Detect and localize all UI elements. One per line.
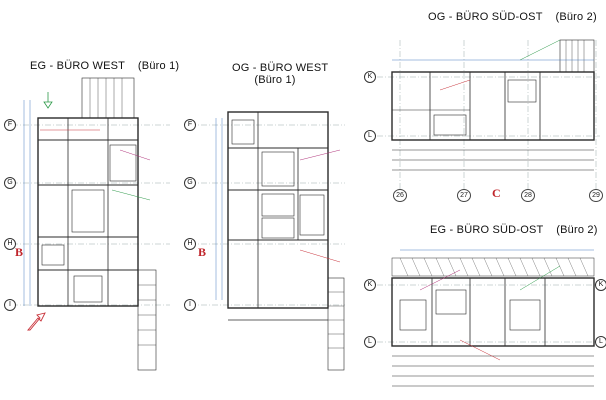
axis-bubble-g-mid: G (184, 177, 196, 189)
column-axis-27: 27 (457, 189, 471, 202)
title-og-suedost-main: OG - BÜRO SÜD-OST (428, 11, 543, 23)
section-mark-west-right: B (198, 245, 207, 259)
axis-bubble-h-left: H (4, 238, 16, 250)
column-axis-29: 29 (589, 189, 603, 202)
axis-bubble-i-left: I (4, 299, 16, 311)
eg-suedost-outline (391, 277, 595, 347)
axis-bubble-k-top: K (364, 71, 376, 83)
axis-bubble-g-left: G (4, 177, 16, 189)
eg-west-plan (12, 77, 170, 371)
axis-bubble-k-right: K (595, 279, 606, 291)
eg-suedost-plan (366, 249, 600, 387)
section-mark-east-top: C (492, 186, 501, 200)
title-og-suedost: OG - BÜRO SÜD-OST (Büro 2) (428, 11, 597, 23)
title-eg-suedost-main: EG - BÜRO SÜD-OST (430, 224, 544, 236)
og-west-plan (190, 111, 345, 371)
axis-bubble-i-mid: I (184, 299, 196, 311)
title-og-west-main: OG - BÜRO WEST (232, 62, 329, 74)
axis-bubble-k-bottom: K (364, 279, 376, 291)
axis-bubble-l-right: L (595, 336, 606, 348)
title-og-suedost-sub: (Büro 2) (555, 11, 597, 23)
og-west-outline (227, 111, 329, 309)
column-axis-26: 26 (393, 189, 407, 202)
title-eg-suedost-sub: (Büro 2) (556, 224, 598, 236)
section-mark-west-left: B (15, 245, 24, 259)
axis-bubble-f-left: F (4, 119, 16, 131)
title-eg-suedost: EG - BÜRO SÜD-OST (Büro 2) (430, 224, 598, 236)
title-og-west: OG - BÜRO WEST (Büro 1) (232, 62, 329, 86)
axis-bubble-l-top: L (364, 130, 376, 142)
axis-bubble-f-mid: F (184, 119, 196, 131)
column-axis-28: 28 (521, 189, 535, 202)
eg-west-outline (37, 117, 139, 307)
axis-bubble-h-mid: H (184, 238, 196, 250)
title-og-west-sub: (Büro 1) (254, 74, 296, 86)
title-eg-west-sub: (Büro 1) (137, 60, 180, 72)
og-suedost-outline (391, 71, 595, 141)
title-eg-west-main: EG - BÜRO WEST (30, 60, 125, 72)
title-eg-west: EG - BÜRO WEST (Büro 1) (30, 60, 179, 72)
axis-bubble-l-bottom: L (364, 336, 376, 348)
og-suedost-plan (366, 39, 600, 190)
eg-west-grid (12, 124, 170, 306)
